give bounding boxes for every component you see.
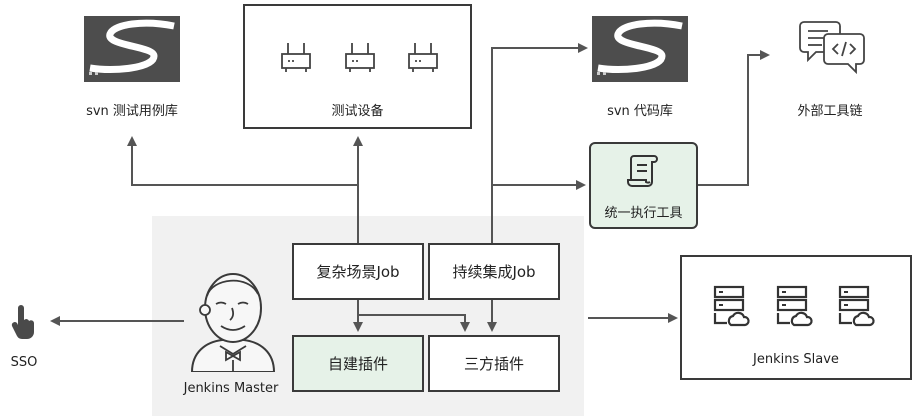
subversion-logo-icon — [592, 16, 688, 82]
svn-code-label: svn 代码库 — [607, 104, 673, 119]
server-cloud-icon — [776, 285, 813, 327]
edge-complex-to-third — [358, 314, 470, 332]
custom-plugin: 自建插件 — [292, 335, 424, 392]
router-icon — [408, 43, 438, 72]
edge-ci-to-svn-code — [491, 43, 588, 243]
svn-test-label: svn 测试用例库 — [86, 104, 178, 119]
server-cloud-icon — [713, 285, 750, 327]
jenkins-butler-icon — [190, 273, 276, 372]
jenkins-slave-box — [680, 255, 912, 380]
router-icon — [281, 43, 311, 72]
pointer-hand-icon — [11, 305, 34, 339]
subversion-logo-icon — [84, 16, 180, 82]
router-icon — [345, 43, 375, 72]
edge-complex-to-svn-test — [127, 136, 358, 186]
external-tools-label: 外部工具链 — [797, 104, 863, 119]
unified-tool-label: 统一执行工具 — [604, 206, 683, 221]
complex-scenario-job: 复杂场景Job — [292, 243, 424, 300]
test-device-label: 测试设备 — [331, 104, 384, 119]
chat-code-icon — [799, 21, 865, 75]
server-cloud-icon — [838, 285, 875, 327]
edge-unified-to-external — [698, 50, 770, 186]
sso-label: SSO — [10, 355, 38, 370]
scroll-icon — [627, 155, 658, 187]
third-party-plugin: 三方插件 — [428, 335, 560, 392]
jenkins-master-label: Jenkins Master — [183, 381, 279, 396]
jenkins-slave-label: Jenkins Slave — [753, 352, 839, 367]
ci-job: 持续集成Job — [428, 243, 560, 300]
